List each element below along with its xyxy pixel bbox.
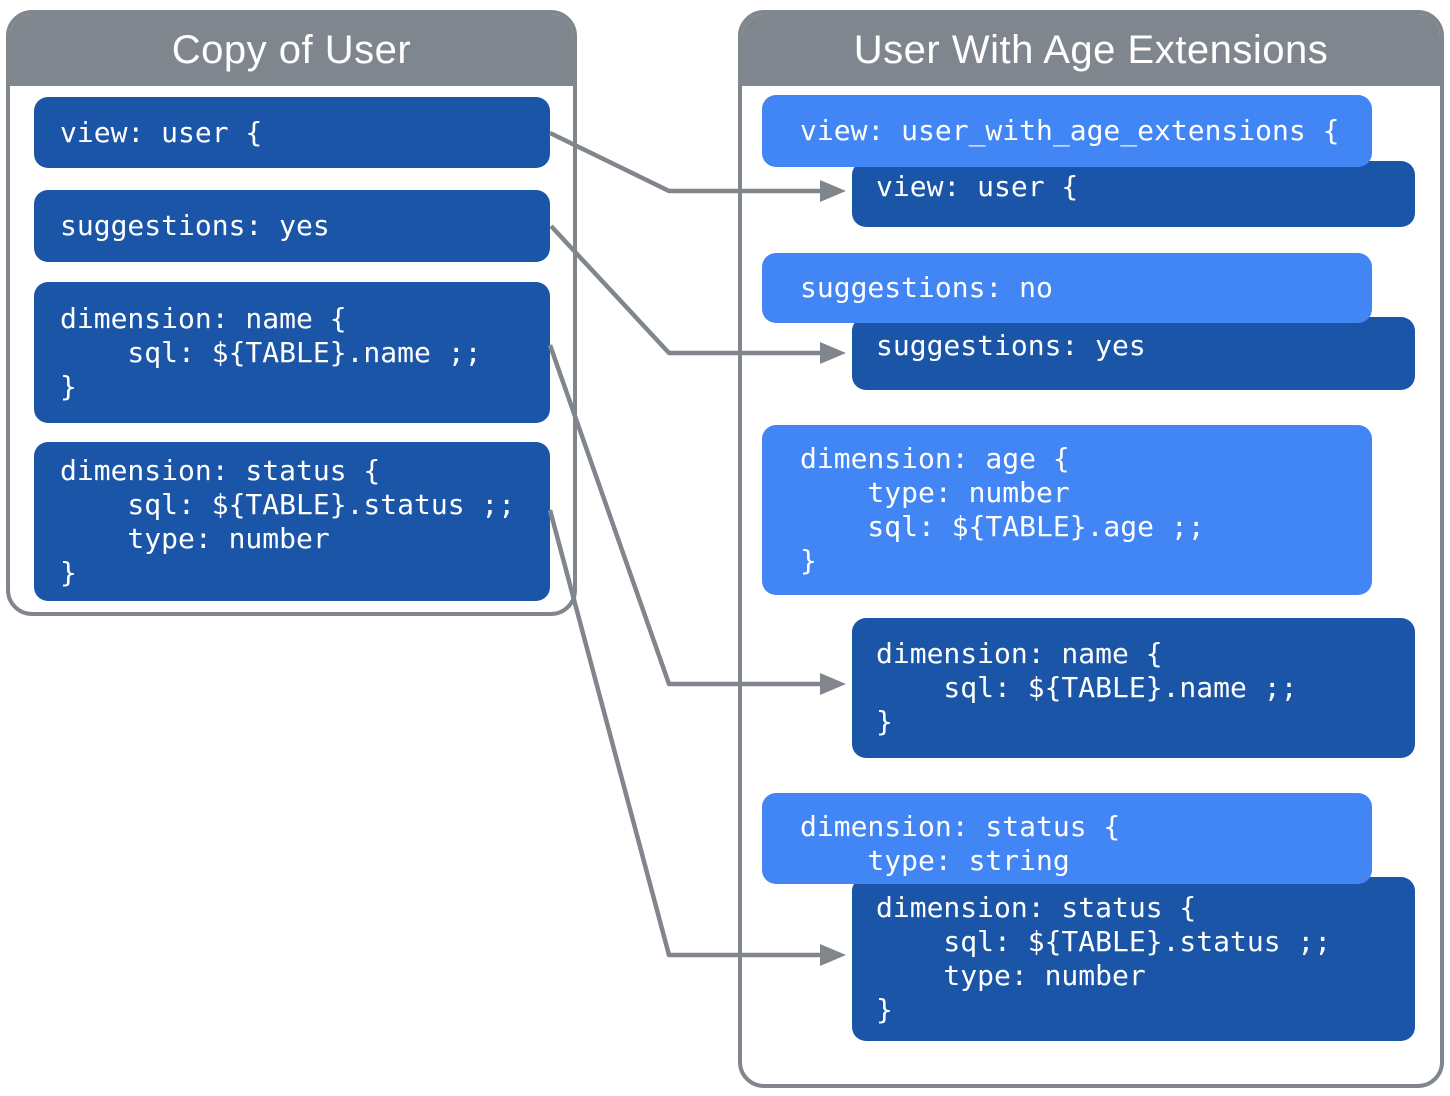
extension-dimension-age-block: dimension: age { type: number sql: ${TAB…: [762, 425, 1372, 595]
inherited-dimension-status-block: dimension: status { sql: ${TABLE}.status…: [852, 877, 1415, 1041]
extension-suggestions-no-block: suggestions: no: [762, 253, 1372, 323]
extension-dimension-status-block: dimension: status { type: string: [762, 793, 1372, 884]
inherited-view-user-block: view: user {: [852, 161, 1415, 227]
left-dimension-name-block: dimension: name { sql: ${TABLE}.name ;; …: [34, 282, 550, 423]
left-view-user-block: view: user {: [34, 97, 550, 168]
inherited-suggestions-yes-block: suggestions: yes: [852, 317, 1415, 390]
inherited-dimension-name-block: dimension: name { sql: ${TABLE}.name ;; …: [852, 618, 1415, 758]
user-with-age-extensions-panel-title: User With Age Extensions: [742, 14, 1440, 86]
left-suggestions-yes-block: suggestions: yes: [34, 190, 550, 262]
left-dimension-status-block: dimension: status { sql: ${TABLE}.status…: [34, 442, 550, 601]
copy-of-user-panel-title: Copy of User: [10, 14, 573, 86]
extension-view-block: view: user_with_age_extensions {: [762, 95, 1372, 167]
